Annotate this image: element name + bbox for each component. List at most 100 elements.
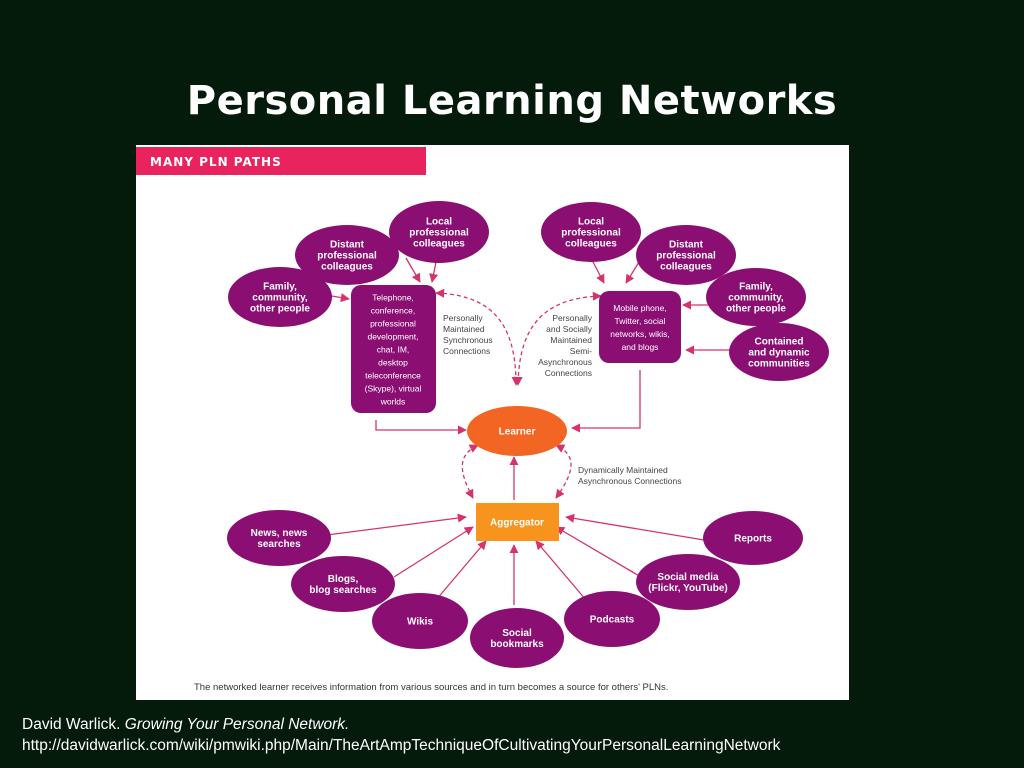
sync-connections-label-line: Synchronous xyxy=(443,335,493,345)
left-node-3 xyxy=(228,267,332,327)
source-node-2-label-line: Blogs, xyxy=(328,574,359,585)
learner-label-line: Learner xyxy=(499,427,536,438)
left-connection-box xyxy=(351,285,436,413)
left-connection-box-label-line: Telephone, xyxy=(372,293,414,303)
left-node-1-label-line: professional xyxy=(409,228,469,239)
left-connection-box-label-line: professional xyxy=(370,319,416,329)
right-node-4 xyxy=(729,323,829,381)
right-node-3-label: Family,community,other people xyxy=(726,282,786,315)
left-node-2-label-line: professional xyxy=(317,251,377,262)
semi-async-connections-label-line: Asynchronous xyxy=(538,357,592,367)
arrow-async-left xyxy=(461,444,479,499)
source-node-6 xyxy=(636,554,740,610)
right-node-3-label-line: other people xyxy=(726,304,786,315)
left-connection-box-label-line: worlds xyxy=(380,397,406,407)
left-node-1-label-line: Local xyxy=(426,217,452,228)
source-node-1-label-line: News, news xyxy=(251,528,308,539)
source-node-1-label-line: searches xyxy=(257,539,301,550)
arrow-wikis xyxy=(435,540,487,601)
source-node-1 xyxy=(227,510,331,566)
semi-async-connections-label-line: Personally xyxy=(552,313,592,323)
right-node-1-label-line: Local xyxy=(578,217,604,228)
right-node-1 xyxy=(541,202,641,262)
arrow-rightbox-learner xyxy=(571,370,641,433)
source-node-5-label-line: Podcasts xyxy=(590,615,635,626)
arrow-left-distant xyxy=(405,257,421,283)
left-node-3-label-line: other people xyxy=(250,304,310,315)
source-node-5-label: Podcasts xyxy=(590,615,635,626)
left-node-3-label-line: Family, xyxy=(263,282,297,293)
left-node-2-label-line: colleagues xyxy=(321,262,373,273)
left-connection-box-label-line: chat, IM, xyxy=(377,345,410,355)
source-node-4 xyxy=(470,608,564,668)
semi-async-connections-label-line: Connections xyxy=(545,368,592,378)
left-node-3-label: Family,community,other people xyxy=(250,282,310,315)
right-node-2-label-line: colleagues xyxy=(660,262,712,273)
source-node-3-label: Wikis xyxy=(407,617,433,628)
left-node-2-label-line: Distant xyxy=(330,240,365,251)
dynamic-async-label-line: Dynamically Maintained xyxy=(578,465,668,475)
left-connection-box-label-line: desktop xyxy=(378,358,408,368)
source-node-6-label-line: Social media xyxy=(657,572,719,583)
right-node-3 xyxy=(706,268,806,326)
source-node-7-label-line: Reports xyxy=(734,534,772,545)
source-node-3-label-line: Wikis xyxy=(407,617,433,628)
source-node-4-label-line: bookmarks xyxy=(490,639,544,650)
banner xyxy=(136,147,426,175)
right-node-4-label-line: and dynamic xyxy=(748,348,810,359)
aggregator-label-line: Aggregator xyxy=(490,518,544,529)
arrow-semi xyxy=(513,291,602,386)
arrow-podcasts xyxy=(535,540,587,601)
right-connection-box-label-line: and blogs xyxy=(622,342,659,352)
source-node-5 xyxy=(564,591,660,647)
dynamic-async-label-line: Asynchronous Connections xyxy=(578,476,681,486)
learner-label: Learner xyxy=(499,427,536,438)
right-node-2-label-line: professional xyxy=(656,251,716,262)
citation-book: Growing Your Personal Network. xyxy=(124,716,350,733)
left-connection-box-label-line: development, xyxy=(367,332,418,342)
source-node-2 xyxy=(291,556,395,612)
aggregator-node xyxy=(476,503,559,541)
semi-async-connections-label-line: and Socially xyxy=(546,324,593,334)
right-node-3-label-line: Family, xyxy=(739,282,773,293)
sync-connections-label-line: Personally xyxy=(443,313,483,323)
right-connection-box-label-line: networks, wikis, xyxy=(610,329,670,339)
arrow-socialmedia xyxy=(555,526,642,578)
aggregator-label: Aggregator xyxy=(490,518,544,529)
left-connection-box-label-line: teleconference xyxy=(365,371,421,381)
left-node-2 xyxy=(295,225,399,285)
citation: David Warlick. Growing Your Personal Net… xyxy=(22,714,780,756)
source-node-3 xyxy=(372,593,468,649)
arrow-reports xyxy=(565,513,705,541)
left-node-1-label-line: colleagues xyxy=(413,239,465,250)
right-node-4-label-line: Contained xyxy=(755,337,804,348)
right-node-3-label-line: community, xyxy=(728,293,784,304)
right-node-1-label-line: colleagues xyxy=(565,239,617,250)
right-connection-box-label-line: Twitter, social xyxy=(614,316,665,326)
left-node-1 xyxy=(389,201,489,263)
arrow-async-right xyxy=(555,444,572,499)
semi-async-connections-label-line: Semi- xyxy=(570,346,592,356)
source-node-6-label-line: (Flickr, YouTube) xyxy=(648,583,727,594)
arrow-leftbox-learner xyxy=(375,420,467,435)
learner-node xyxy=(467,406,567,456)
semi-async-connections-label-line: Maintained xyxy=(550,335,592,345)
citation-url[interactable]: http://davidwarlick.com/wiki/pmwiki.php/… xyxy=(22,737,781,754)
right-node-1-label-line: professional xyxy=(561,228,621,239)
arrow-right-distant xyxy=(625,261,640,284)
arrow-right-local xyxy=(590,257,605,284)
left-node-3-label-line: community, xyxy=(252,293,308,304)
left-connection-box-label-line: conference, xyxy=(371,306,415,316)
right-node-2 xyxy=(636,225,736,285)
arrow-blogs xyxy=(393,526,474,578)
right-connection-box xyxy=(599,291,681,363)
sync-connections-label-line: Maintained xyxy=(443,324,485,334)
